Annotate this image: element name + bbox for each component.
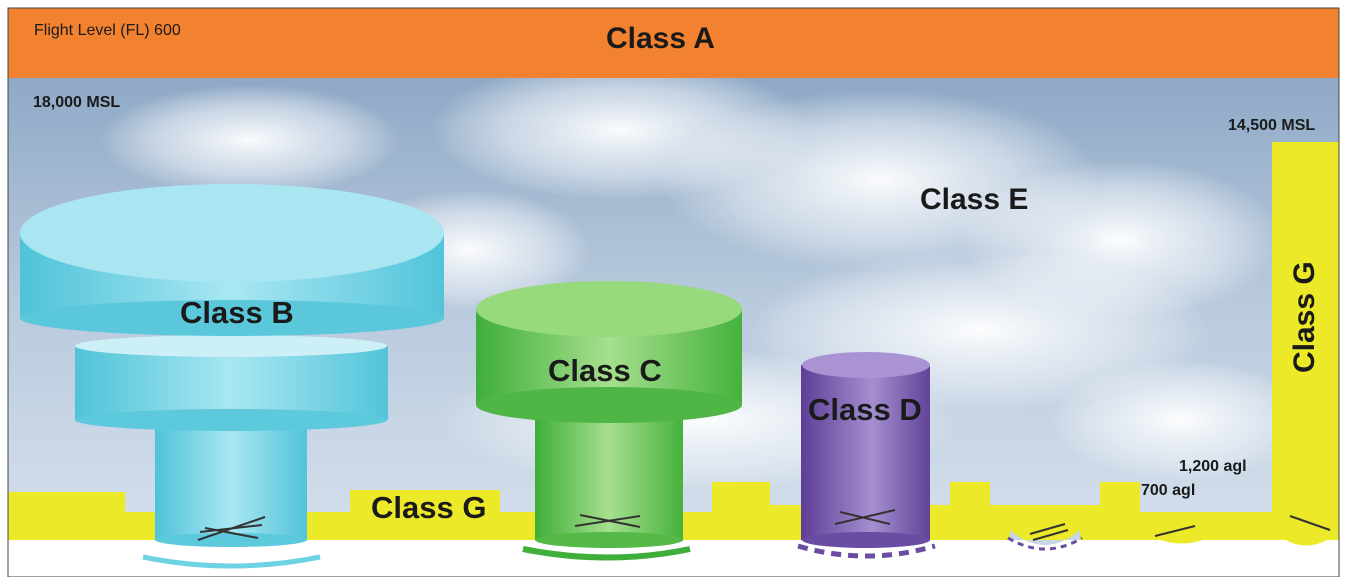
class-a-label: Class A	[606, 22, 715, 55]
class-e-label: Class E	[920, 183, 1029, 216]
altitude-18000-label: 18,000 MSL	[33, 94, 121, 111]
class-b-label: Class B	[180, 295, 294, 330]
class-c-airspace	[476, 281, 742, 561]
runway-mark-d2	[839, 511, 891, 525]
agl-700-label: 700 agl	[1141, 482, 1196, 499]
altitude-14500-label: 14,500 MSL	[1228, 117, 1316, 134]
runway-mark-e2	[1032, 529, 1069, 541]
class-a-band	[8, 8, 1339, 78]
class-g-ground-label: Class G	[371, 490, 487, 525]
class-g-side-column	[1272, 142, 1339, 540]
flight-level-label: Flight Level (FL) 600	[34, 22, 181, 39]
class-g-ground-strip	[8, 482, 1272, 540]
runway-mark-b3	[199, 524, 263, 533]
class-d-label: Class D	[808, 392, 922, 427]
class-c-label: Class C	[548, 353, 662, 388]
class-e-surface-area	[1007, 523, 1083, 551]
ground-dips	[1140, 530, 1339, 546]
class-b-airspace	[20, 184, 444, 569]
class-d-airspace	[797, 352, 936, 559]
runway-mark-c2	[579, 514, 641, 528]
runway-mark-e1	[1029, 523, 1066, 535]
class-g-side-label: Class G	[1288, 261, 1321, 373]
runway-mark-g2	[1289, 515, 1331, 531]
agl-1200-label: 1,200 agl	[1179, 458, 1247, 475]
runway-mark-g1	[1154, 525, 1196, 537]
diagram-frame	[7, 7, 1340, 577]
